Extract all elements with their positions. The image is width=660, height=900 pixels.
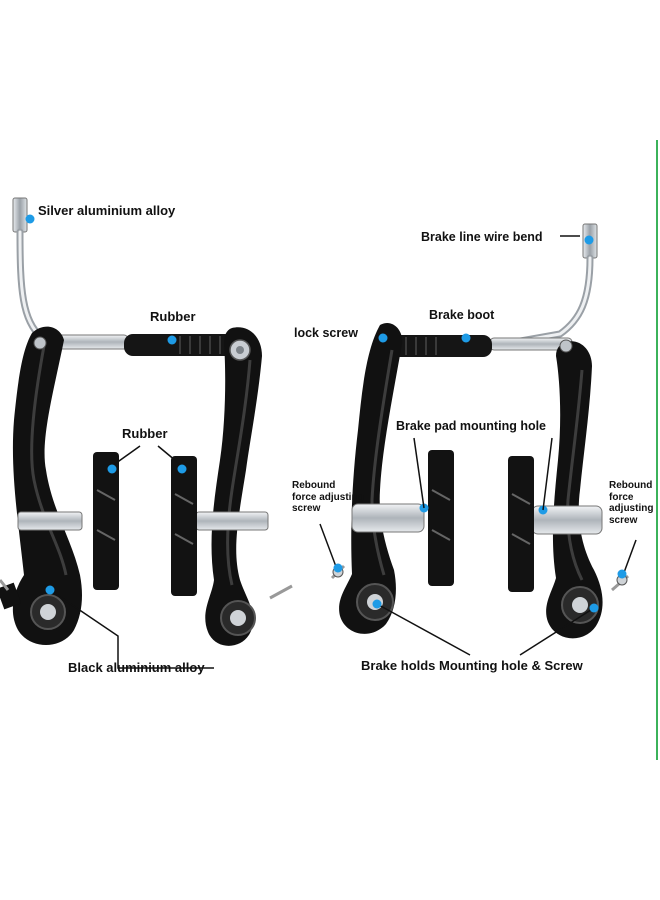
marker-pad-left — [107, 464, 117, 474]
label-rubber-boot: Rubber — [150, 309, 196, 324]
marker-mount-left — [372, 599, 382, 609]
label-lock-screw: lock screw — [294, 326, 358, 340]
label-brake-pad-mounting-hole: Brake pad mounting hole — [396, 419, 547, 433]
right-arm-right — [546, 341, 603, 639]
label-rebound-right-line2: force — [609, 491, 634, 503]
label-rebound-left-line3: screw — [292, 503, 321, 514]
label-rebound-right: Rebound force adjusting screw — [609, 480, 653, 526]
marker-wire-bend — [584, 235, 594, 245]
label-rebound-left-line2: force adjusting — [292, 491, 364, 503]
label-brake-boot: Brake boot — [429, 308, 495, 322]
label-silver-aluminium-alloy: Silver aluminium alloy — [38, 203, 176, 218]
marker-pad-right — [177, 464, 187, 474]
label-rebound-right-line1: Rebound — [609, 480, 653, 491]
label-rebound-left-line1: Rebound — [292, 480, 336, 491]
marker-rebound-right — [617, 569, 627, 579]
left-brake-pad-2 — [171, 456, 197, 596]
right-pad-bolt-left — [351, 503, 425, 533]
marker-brake-boot — [461, 333, 471, 343]
right-brake-pad-1 — [428, 450, 454, 586]
markers — [25, 214, 627, 613]
label-rebound-right-line3: adjusting — [609, 503, 654, 514]
left-brake — [0, 197, 293, 646]
left-brake-pad-1 — [93, 452, 119, 590]
label-brake-holds-mounting: Brake holds Mounting hole & Screw — [361, 658, 583, 673]
marker-rubber-top — [167, 335, 177, 345]
left-pad-bolt-right — [195, 511, 269, 531]
right-brake-pad-2 — [508, 456, 534, 592]
marker-silver-alloy — [25, 214, 35, 224]
label-brake-line-wire-bend: Brake line wire bend — [421, 230, 543, 244]
right-arm-left — [339, 322, 403, 634]
marker-mount-right — [589, 603, 599, 613]
label-black-aluminium-alloy: Black aluminium alloy — [68, 660, 205, 675]
marker-black-alloy — [45, 585, 55, 595]
label-rubber-pads: Rubber — [122, 426, 168, 441]
right-noodle-tube — [488, 254, 594, 350]
label-rebound-left: Rebound force adjusting screw — [292, 480, 364, 515]
left-pad-bolt-left — [17, 511, 83, 531]
right-edge-accent — [656, 140, 658, 760]
label-rebound-right-line4: screw — [609, 514, 638, 526]
left-noodle-tip — [12, 197, 28, 233]
leader-lines — [49, 235, 637, 669]
marker-rebound-left — [333, 563, 343, 573]
marker-lock-screw — [378, 333, 388, 343]
